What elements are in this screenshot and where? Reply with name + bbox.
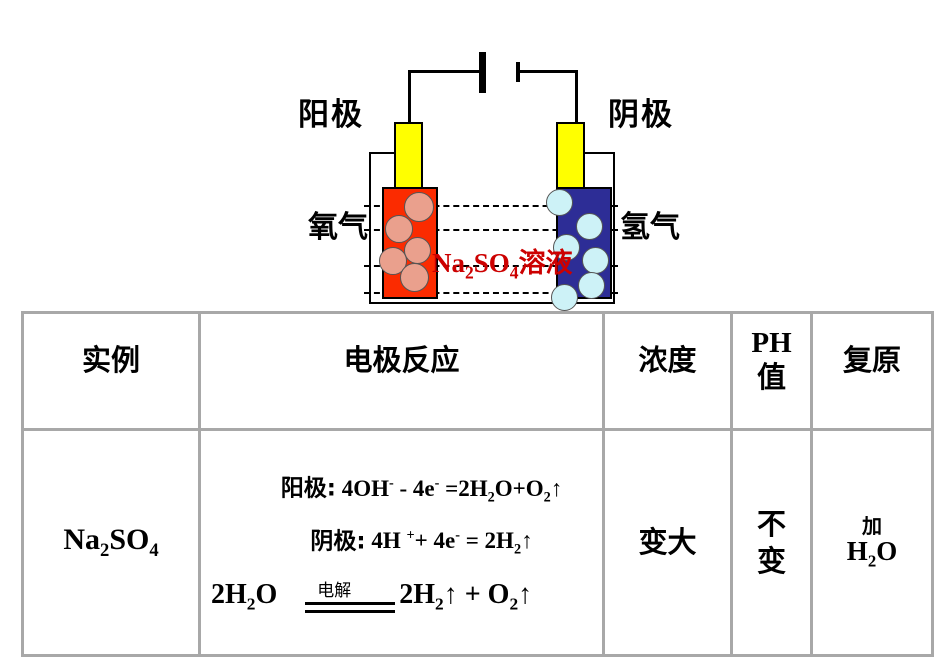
anode-reaction-line: 阳极: 4OH- - 4e- =2H2O+O2↑ [241, 476, 602, 505]
cell-electrode-reactions: 阳极: 4OH- - 4e- =2H2O+O2↑ 阴极: 4H ++ 4e- =… [198, 428, 605, 657]
cell-ph: 不变 [730, 428, 813, 657]
header-ph-line2: 值 [756, 359, 786, 394]
cell-restore-action: 加 [862, 513, 882, 538]
electrolysis-condition-label: 电解 [317, 581, 352, 602]
solution-level-line [364, 229, 618, 231]
cell-concentration: 变大 [602, 428, 733, 657]
cell-restore-substance: H2O [846, 535, 898, 570]
hydrogen-bubble [576, 213, 603, 240]
electrolysis-summary-table: 实例 电极反应 浓度 PH 值 复原 Na2SO4 阳极: 4OH- - 4e-… [21, 311, 934, 657]
beaker-rim-right [580, 152, 615, 154]
header-ph-line1: PH [751, 327, 792, 360]
battery-negative-terminal-icon [516, 62, 520, 82]
oxygen-bubble [385, 215, 413, 243]
example-sub1: 2 [100, 540, 110, 561]
solution-formula-cn: 溶液 [518, 248, 573, 279]
hydrogen-bubble [551, 284, 578, 311]
cell-restore: 加 H2O [810, 428, 934, 657]
anode-reaction-equation: 4OH- - 4e- =2H2O+O2↑ [341, 475, 563, 506]
arrow-bar-top [305, 602, 396, 606]
hydrogen-bubble [578, 272, 605, 299]
solution-formula-sub1: 2 [465, 262, 474, 283]
example-sub2: 4 [149, 540, 159, 561]
header-concentration: 浓度 [602, 311, 733, 431]
cathode-label: 阴极 [608, 97, 674, 133]
electrolysis-arrow-icon: 电解 [305, 580, 397, 614]
cell-example-formula: Na2SO4 [21, 428, 201, 657]
battery-positive-terminal-icon [479, 52, 486, 93]
anode-reaction-label: 阳极: [280, 475, 336, 502]
arrow-bar-bottom [305, 610, 396, 614]
hydrogen-gas-label: 氢气 [620, 210, 680, 245]
example-so: SO [109, 523, 150, 556]
hydrogen-bubble [546, 189, 573, 216]
cathode-reaction-label: 阴极: [310, 528, 366, 555]
wire-right-horizontal [518, 70, 578, 73]
header-ph: PH 值 [730, 311, 813, 431]
table-header-row: 实例 电极反应 浓度 PH 值 复原 [21, 311, 934, 431]
anode-label: 阳极 [298, 97, 364, 133]
hydrogen-bubble [582, 247, 609, 274]
beaker-rim-left [369, 152, 403, 154]
solution-level-line [364, 265, 618, 267]
solution-formula-label: Na2SO4溶液 [432, 250, 573, 282]
header-restore: 复原 [810, 311, 934, 431]
overall-reaction-line: 2H2O 电解 2H2↑ + O2↑ [211, 579, 602, 615]
oxygen-bubble [404, 192, 434, 222]
oxygen-gas-label: 氧气 [308, 210, 368, 245]
wire-right-vertical [575, 70, 578, 132]
oxygen-bubble [404, 237, 431, 264]
cathode-reaction-equation: 4H ++ 4e- = 2H2↑ [371, 527, 533, 558]
header-electrode-reaction: 电极反应 [198, 311, 605, 431]
solution-formula-so: SO [473, 248, 510, 278]
wire-left-vertical [408, 70, 411, 132]
cathode-rod [556, 122, 585, 196]
table-row: Na2SO4 阳极: 4OH- - 4e- =2H2O+O2↑ 阴极: 4H +… [21, 428, 934, 657]
solution-formula-sub2: 4 [509, 262, 519, 283]
anode-rod [394, 122, 423, 196]
overall-reactant: 2H2O [211, 579, 278, 614]
solution-formula-na: Na [432, 248, 465, 278]
cathode-reaction-line: 阴极: 4H ++ 4e- = 2H2↑ [241, 529, 602, 558]
overall-product: 2H2↑ + O2↑ [399, 579, 533, 614]
header-example: 实例 [21, 311, 201, 431]
example-na: Na [63, 523, 101, 556]
solution-level-line [364, 205, 618, 207]
solution-level-line [364, 292, 618, 294]
cell-ph-value: 不变 [756, 507, 786, 578]
hydrogen-bubble [553, 234, 580, 261]
oxygen-bubble [400, 263, 429, 292]
wire-left-horizontal [408, 70, 481, 73]
electrolysis-diagram: 阳极 阴极 氧气 氢气 Na2SO4溶液 [0, 0, 952, 311]
